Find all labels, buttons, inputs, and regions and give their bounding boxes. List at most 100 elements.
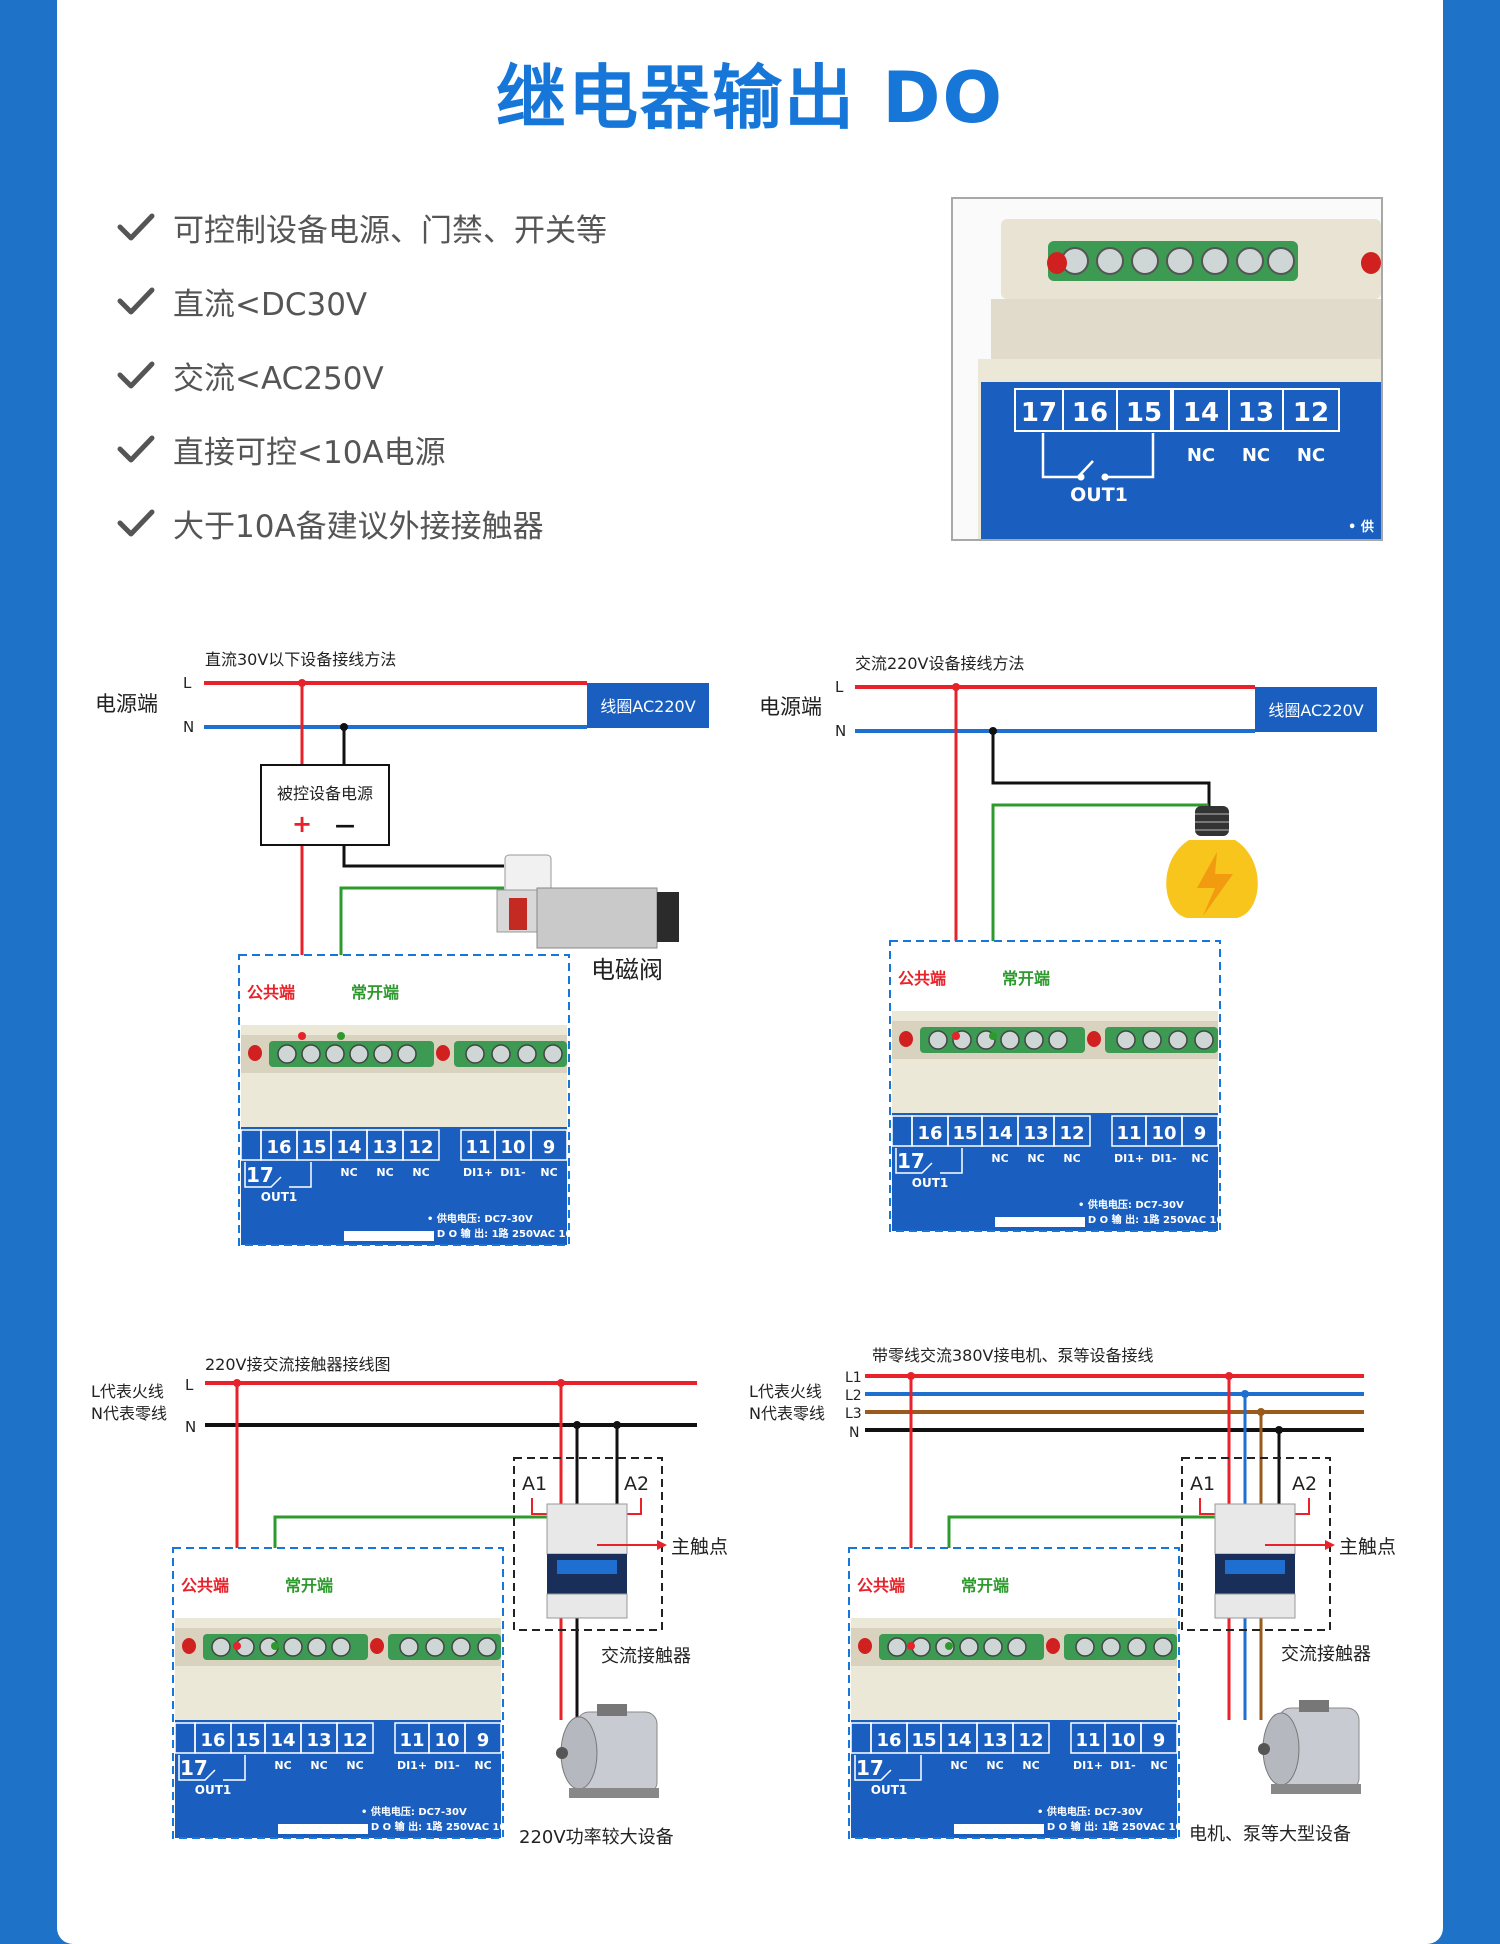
terminal-photo-drawing: 17 16 15 14 13 12 NC NC NC OUT1 • 供	[953, 199, 1381, 539]
module-terminal: 14	[270, 1730, 295, 1751]
module-spec: • D O 输 出: 1路 250VAC 10A	[1078, 1213, 1231, 1226]
module-label: NC	[340, 1166, 357, 1179]
module-label: DI1+	[1114, 1152, 1144, 1165]
main-contact-label: 主触点	[671, 1536, 728, 1558]
module-terminal: 13	[982, 1730, 1007, 1751]
module-out-label: OUT1	[195, 1783, 231, 1797]
contactor-icon	[546, 1503, 628, 1619]
a2-label: A2	[624, 1473, 649, 1495]
line-label-l3: L3	[845, 1406, 862, 1422]
module-terminal: 17	[246, 1163, 274, 1187]
module-terminal: 11	[1075, 1730, 1100, 1751]
relay-module: 17 16 15 14 13 12 11 10 9 NC NC NC DI1+ …	[238, 954, 580, 1246]
diagram-dc30v: 直流30V以下设备接线方法 电源端 L N 线圈AC220V 被控设备电源 + …	[95, 650, 709, 1246]
module-terminal: 16	[200, 1730, 225, 1751]
common-terminal-label: 公共端	[898, 969, 946, 988]
module-label: DI1-	[500, 1166, 525, 1179]
contactor-label: 交流接触器	[601, 1646, 691, 1667]
led-icon	[1047, 252, 1067, 274]
photo-terminal-numbers: 17 16 15 14 13 12	[1014, 388, 1340, 432]
feature-item: 直接可控<10A电源	[117, 412, 607, 486]
device-label: 220V功率较大设备	[519, 1827, 674, 1848]
a2-label: A2	[1292, 1473, 1317, 1495]
controlled-device-box	[260, 764, 390, 846]
wiring-diagrams: 直流30V以下设备接线方法 电源端 L N 线圈AC220V 被控设备电源 + …	[91, 650, 1396, 1848]
photo-corner-text: • 供	[1348, 519, 1374, 535]
module-label: NC	[991, 1152, 1008, 1165]
module-spec: • 供电电压: DC7-30V	[361, 1805, 467, 1818]
contactor-label: 交流接触器	[1281, 1644, 1371, 1665]
main-contact-label: 主触点	[1339, 1536, 1396, 1558]
feature-text: 交流<AC250V	[173, 360, 384, 397]
light-bulb-icon	[1166, 806, 1258, 918]
check-icon	[117, 213, 155, 241]
relay-module: 17 16 15 14 13 12 11 10 9 NC NC NC DI1+ …	[172, 1547, 514, 1839]
diagram-caption: 220V接交流接触器接线图	[205, 1355, 391, 1374]
module-spec: • D O 输 出: 1路 250VAC 10A	[427, 1227, 580, 1240]
module-terminal: 12	[1018, 1730, 1043, 1751]
page-title: 继电器输出 DO	[496, 57, 1004, 139]
module-label: DI1+	[463, 1166, 493, 1179]
module-label: NC	[950, 1759, 967, 1772]
power-source-label: 电源端	[759, 695, 822, 719]
module-label: NC	[540, 1166, 557, 1179]
module-label: NC	[1022, 1759, 1039, 1772]
module-terminal: 17	[180, 1756, 208, 1780]
relay-module: 17 16 15 14 13 12 11 10 9 NC NC NC DI1+ …	[848, 1547, 1190, 1839]
module-label: NC	[310, 1759, 327, 1772]
line-label-n: N	[849, 1425, 859, 1441]
feature-item: 直流<DC30V	[117, 264, 607, 338]
common-terminal-label: 公共端	[247, 983, 295, 1002]
module-label: NC	[346, 1759, 363, 1772]
terminal-number: 17	[1021, 398, 1057, 428]
module-terminal: 16	[876, 1730, 901, 1751]
plus-label: +	[292, 810, 312, 838]
line-label-n: N	[185, 1418, 196, 1436]
terminal-number: 13	[1238, 398, 1274, 428]
out-label: OUT1	[1070, 484, 1128, 506]
module-out-label: OUT1	[261, 1190, 297, 1204]
device-label: 电机、泵等大型设备	[1189, 1824, 1351, 1845]
no-terminal-label: 常开端	[285, 1576, 333, 1595]
line-label-n: N	[835, 722, 846, 740]
module-terminal: 13	[306, 1730, 331, 1751]
motor-icon	[1258, 1700, 1361, 1794]
nc-label: NC	[1187, 445, 1215, 466]
module-label: NC	[986, 1759, 1003, 1772]
module-label: NC	[1191, 1152, 1208, 1165]
legend-live: L代表火线	[91, 1382, 164, 1401]
coil-badge	[587, 683, 709, 728]
no-terminal-label: 常开端	[1002, 969, 1050, 988]
feature-text: 大于10A备建议外接接触器	[173, 508, 544, 545]
module-terminal: 11	[1116, 1123, 1141, 1144]
diagram-220v-contactor: 220V接交流接触器接线图 L代表火线 N代表零线 L N A1 A2	[91, 1355, 728, 1848]
check-icon	[117, 361, 155, 389]
module-spec: • D O 输 出: 1路 250VAC 10A	[361, 1820, 514, 1833]
module-terminal: 15	[301, 1137, 326, 1158]
module-terminal: 14	[946, 1730, 971, 1751]
module-spec: • 供电电压: DC7-30V	[427, 1212, 533, 1225]
terminal-photo: 17 16 15 14 13 12 NC NC NC OUT1 • 供	[951, 197, 1383, 541]
device-label: 被控设备电源	[277, 784, 373, 803]
content-card: 继电器输出 DO 可控制设备电源、门禁、开关等 直流<DC30V 交流<AC25…	[57, 0, 1443, 1944]
module-label: DI1-	[434, 1759, 459, 1772]
a1-label: A1	[522, 1473, 547, 1495]
module-spec: • 供电电压: DC7-30V	[1078, 1198, 1184, 1211]
module-terminal: 12	[408, 1137, 433, 1158]
module-terminal: 16	[917, 1123, 942, 1144]
module-terminal: 9	[1153, 1730, 1166, 1751]
module-spec: • 供电电压: DC7-30V	[1037, 1805, 1143, 1818]
diagram-380v-motor: 带零线交流380V接电机、泵等设备接线 L代表火线 N代表零线 L1 L2 L3…	[749, 1346, 1396, 1845]
module-terminal: 15	[235, 1730, 260, 1751]
feature-item: 交流<AC250V	[117, 338, 607, 412]
power-source-label: 电源端	[95, 692, 158, 716]
module-terminal: 14	[336, 1137, 361, 1158]
line-label-l1: L1	[845, 1370, 862, 1386]
line-label-l: L	[185, 1376, 194, 1394]
module-terminal: 11	[399, 1730, 424, 1751]
coil-label: 线圈AC220V	[600, 697, 695, 716]
module-terminal: 10	[1151, 1123, 1176, 1144]
module-terminal: 10	[1110, 1730, 1135, 1751]
module-label: DI1+	[1073, 1759, 1103, 1772]
nc-label: NC	[1297, 445, 1325, 466]
